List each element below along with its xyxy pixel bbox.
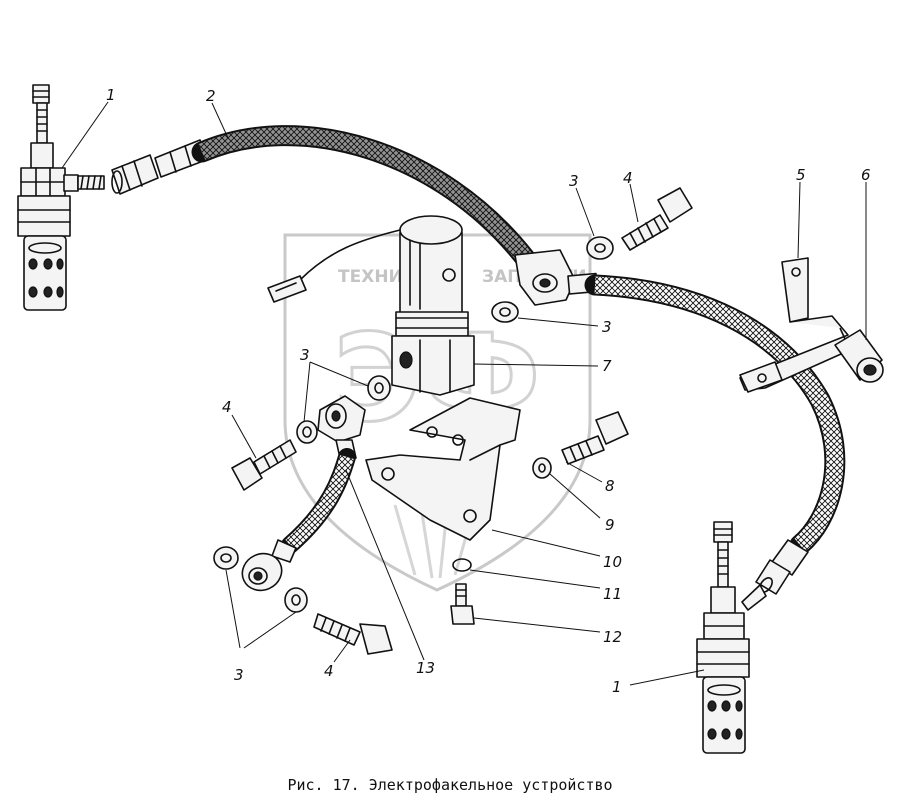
washer-small (296, 420, 318, 444)
bolt-bracket (561, 411, 629, 465)
callout-4-left: 4 (222, 398, 232, 416)
callout-1-top: 1 (106, 86, 116, 104)
bolt-left (231, 439, 297, 491)
callout-10: 10 (603, 553, 622, 571)
callout-3-left: 3 (300, 346, 310, 364)
callout-3-top: 3 (569, 172, 579, 190)
callout-13: 13 (416, 659, 435, 677)
washer-bottom-left (213, 546, 239, 570)
callout-labels: 1 2 3 4 5 6 3 7 3 4 8 9 10 11 12 3 4 13 … (106, 86, 871, 696)
braided-hose-upper (111, 125, 536, 269)
figure-caption: Рис. 17. Электрофакельное устройство (287, 776, 613, 794)
lock-washer-lower (452, 558, 472, 572)
leader-lines (61, 101, 867, 686)
bracket-clamp (739, 257, 851, 393)
callout-2: 2 (206, 87, 216, 105)
callout-4-bottom: 4 (324, 662, 334, 680)
washer-left (367, 375, 391, 401)
lock-washer-bracket (532, 457, 552, 479)
banjo-fitting-lower (241, 539, 297, 592)
small-bolt (450, 583, 475, 625)
solenoid-valve (267, 215, 475, 396)
bolt-top (621, 187, 693, 251)
bolt-bottom (313, 613, 393, 655)
nut (834, 329, 884, 383)
callout-6: 6 (861, 166, 871, 184)
braided-hose-lower (281, 448, 356, 554)
glow-plug-top (17, 84, 105, 311)
glow-plug-bottom (696, 521, 767, 754)
callout-3-mid: 3 (602, 318, 612, 336)
callout-1-bottom: 1 (612, 678, 622, 696)
callout-7: 7 (602, 357, 612, 375)
tee-fitting (514, 249, 599, 306)
callout-9: 9 (605, 516, 615, 534)
washer-mid (491, 301, 519, 323)
mounting-bracket (365, 397, 521, 541)
callout-3-bottom: 3 (234, 666, 244, 684)
callout-5: 5 (796, 166, 806, 184)
callout-8: 8 (605, 477, 615, 495)
callout-12: 12 (603, 628, 622, 646)
washer-top (586, 236, 614, 260)
washer-bottom-right (284, 587, 308, 613)
braided-hose-right (584, 274, 846, 595)
callout-4-top: 4 (623, 169, 633, 187)
callout-11: 11 (603, 585, 622, 603)
